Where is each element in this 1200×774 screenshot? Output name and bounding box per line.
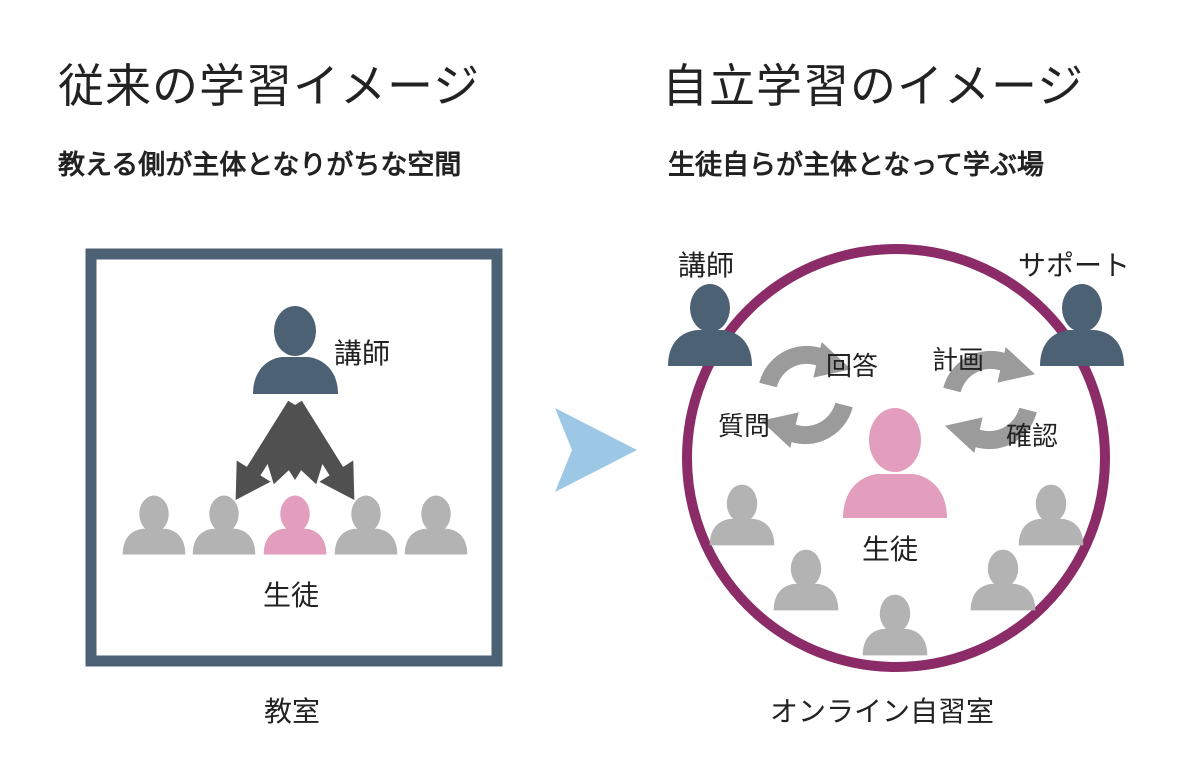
- right-title: 自立学習のイメージ: [662, 59, 1085, 113]
- center-student-icon: [843, 408, 947, 518]
- highlighted-student-icon: [263, 495, 327, 555]
- center-student-label: 生徒: [862, 533, 919, 566]
- plan-label: 計画: [932, 346, 985, 376]
- question-label: 質問: [718, 412, 771, 442]
- left-title: 従来の学習イメージ: [58, 59, 481, 113]
- student-label: 生徒: [263, 579, 320, 612]
- teacher-label: 講師: [678, 249, 735, 282]
- student-icon: [404, 495, 468, 555]
- teacher-label: 講師: [334, 337, 391, 370]
- left-subtitle: 教える側が主体となりがちな空間: [58, 150, 462, 181]
- arrow-down-right-far-icon: [235, 400, 302, 500]
- answer-label: 回答: [826, 352, 879, 382]
- student-icon: [862, 594, 928, 656]
- student-icon: [970, 549, 1036, 611]
- student-icon: [192, 495, 256, 555]
- support-label: サポート: [1018, 249, 1131, 282]
- support-icon: [1040, 284, 1124, 366]
- student-icon: [1018, 484, 1084, 546]
- fan-arrows: [235, 400, 355, 500]
- classroom-border: [85, 248, 503, 667]
- classroom-caption: 教室: [264, 695, 321, 728]
- teacher-icon: [253, 306, 338, 394]
- student-icon: [709, 484, 775, 546]
- online-room-caption: オンライン自習室: [770, 695, 995, 728]
- student-icon: [122, 495, 186, 555]
- teacher-icon: [668, 284, 752, 366]
- transition-arrow-icon: [555, 408, 637, 492]
- online-room-circle: [682, 244, 1110, 672]
- check-label: 確認: [1006, 422, 1059, 452]
- right-subtitle: 生徒自らが主体となって学ぶ場: [668, 150, 1044, 181]
- student-icon: [773, 549, 839, 611]
- student-icon: [334, 495, 398, 555]
